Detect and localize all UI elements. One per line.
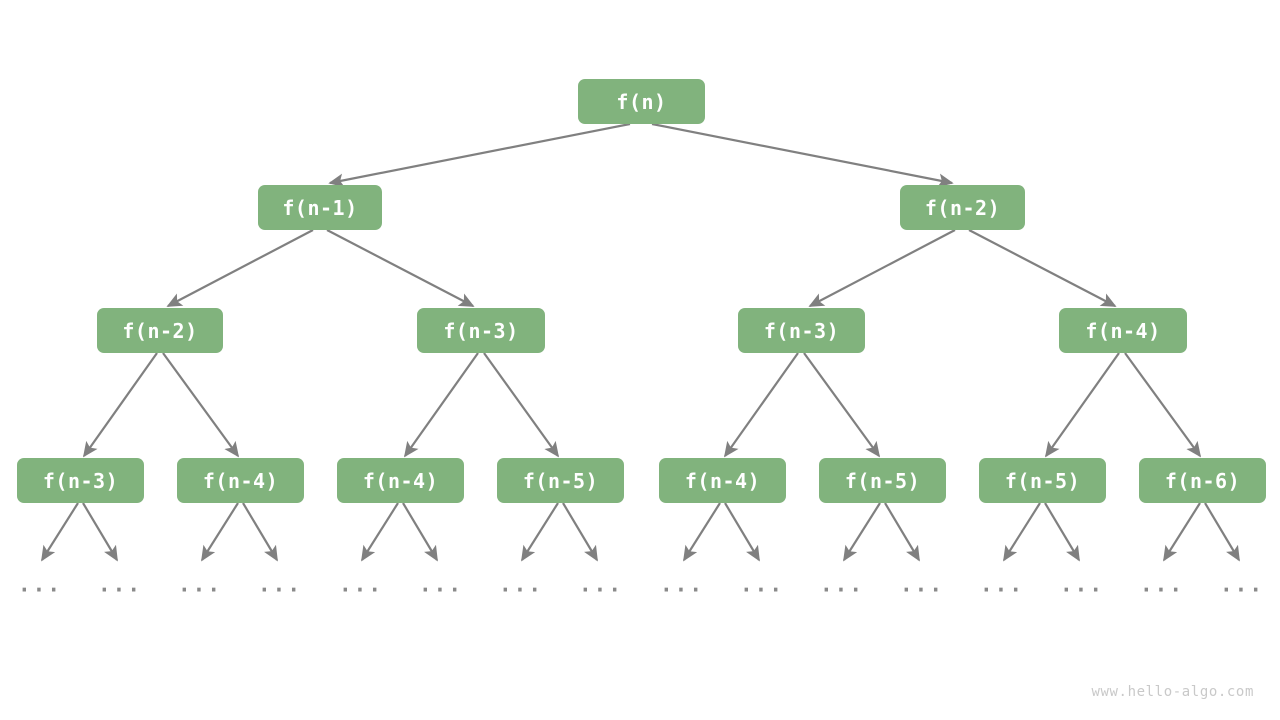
tree-node-L2N1[interactable]: f(n-3) xyxy=(417,308,545,353)
tree-node-label: f(n-2) xyxy=(924,195,1001,220)
tree-node-L3N5[interactable]: f(n-5) xyxy=(819,458,946,503)
tree-node-label: f(n-2) xyxy=(122,318,198,343)
tree-node-label: f(n-4) xyxy=(1085,318,1161,343)
tree-node-L3N1[interactable]: f(n-4) xyxy=(177,458,304,503)
tree-node-L2N2[interactable]: f(n-3) xyxy=(738,308,865,353)
tree-edge-L1N0-to-L2N0 xyxy=(166,229,314,307)
tree-node-L0N0[interactable]: f(n) xyxy=(578,79,705,124)
ellipsis-E1: ... xyxy=(98,572,142,597)
tree-node-label: f(n-1) xyxy=(282,195,358,220)
ellipsis-E14: ... xyxy=(1140,572,1184,597)
tree-edge-L2N0-to-L3N1 xyxy=(162,352,240,458)
tree-edge-L3N2-to-E5 xyxy=(402,502,438,562)
tree-node-label: f(n-5) xyxy=(844,468,921,493)
tree-edge-L2N3-to-L3N6 xyxy=(1044,352,1120,458)
tree-edge-L3N7-to-E15 xyxy=(1204,502,1240,562)
tree-edge-L0N0-to-L1N1 xyxy=(651,122,954,188)
tree-edge-L1N1-to-L2N2 xyxy=(808,229,956,307)
tree-node-label: f(n-4) xyxy=(684,468,761,493)
tree-edge-L2N1-to-L3N2 xyxy=(403,352,479,458)
tree-edge-L3N6-to-E12 xyxy=(1003,502,1041,562)
tree-edge-L3N0-to-E1 xyxy=(82,502,118,562)
ellipsis-E0: ... xyxy=(18,572,62,597)
ellipsis-E10: ... xyxy=(820,572,864,597)
ellipsis-E6: ... xyxy=(499,572,543,597)
tree-node-L1N1[interactable]: f(n-2) xyxy=(900,185,1025,230)
tree-edge-L2N1-to-L3N3 xyxy=(483,352,560,458)
tree-edge-L2N2-to-L3N5 xyxy=(803,352,881,458)
ellipsis-E8: ... xyxy=(660,572,704,597)
tree-edge-L1N1-to-L2N3 xyxy=(968,229,1117,307)
tree-node-L1N0[interactable]: f(n-1) xyxy=(258,185,382,230)
tree-node-L3N4[interactable]: f(n-4) xyxy=(659,458,786,503)
ellipsis-E9: ... xyxy=(740,572,784,597)
tree-node-label: f(n-4) xyxy=(202,468,279,493)
tree-edge-L1N0-to-L2N1 xyxy=(326,229,475,307)
tree-node-L3N2[interactable]: f(n-4) xyxy=(337,458,464,503)
tree-node-label: f(n-6) xyxy=(1164,468,1241,493)
tree-node-label: f(n-5) xyxy=(1004,468,1081,493)
tree-edge-L0N0-to-L1N0 xyxy=(328,122,631,188)
tree-edge-L2N3-to-L3N7 xyxy=(1124,352,1202,458)
ellipsis-E5: ... xyxy=(419,572,463,597)
ellipsis-E15: ... xyxy=(1220,572,1264,597)
tree-edge-L3N0-to-E0 xyxy=(41,502,79,562)
ellipsis-E4: ... xyxy=(339,572,383,597)
tree-edge-L3N3-to-E7 xyxy=(562,502,598,562)
ellipsis-E12: ... xyxy=(980,572,1024,597)
tree-edge-L3N2-to-E4 xyxy=(361,502,399,562)
tree-node-label: f(n-4) xyxy=(362,468,439,493)
tree-edge-L3N6-to-E13 xyxy=(1044,502,1080,562)
tree-edge-L2N2-to-L3N4 xyxy=(723,352,799,458)
tree-edge-L3N4-to-E8 xyxy=(683,502,721,562)
tree-node-L3N6[interactable]: f(n-5) xyxy=(979,458,1106,503)
tree-node-label: f(n) xyxy=(616,89,667,114)
tree-node-L2N3[interactable]: f(n-4) xyxy=(1059,308,1187,353)
tree-node-label: f(n-5) xyxy=(522,468,599,493)
tree-edge-L3N3-to-E6 xyxy=(521,502,559,562)
tree-edge-L3N7-to-E14 xyxy=(1163,502,1201,562)
tree-node-L3N0[interactable]: f(n-3) xyxy=(17,458,144,503)
tree-edge-L3N5-to-E11 xyxy=(884,502,920,562)
tree-node-label: f(n-3) xyxy=(443,318,519,343)
tree-node-L3N7[interactable]: f(n-6) xyxy=(1139,458,1266,503)
tree-edge-L3N1-to-E3 xyxy=(242,502,278,562)
tree-node-L3N3[interactable]: f(n-5) xyxy=(497,458,624,503)
tree-edge-L3N5-to-E10 xyxy=(843,502,881,562)
ellipsis-E3: ... xyxy=(258,572,302,597)
tree-node-label: f(n-3) xyxy=(763,318,840,343)
watermark-text: www.hello-algo.com xyxy=(1091,684,1254,700)
ellipsis-E11: ... xyxy=(900,572,944,597)
tree-edge-L3N4-to-E9 xyxy=(724,502,760,562)
tree-node-label: f(n-3) xyxy=(42,468,119,493)
tree-edge-L2N0-to-L3N0 xyxy=(82,352,158,458)
tree-edge-L3N1-to-E2 xyxy=(201,502,239,562)
ellipsis-E13: ... xyxy=(1060,572,1104,597)
tree-node-L2N0[interactable]: f(n-2) xyxy=(97,308,223,353)
ellipsis-E7: ... xyxy=(579,572,623,597)
ellipsis-E2: ... xyxy=(178,572,222,597)
